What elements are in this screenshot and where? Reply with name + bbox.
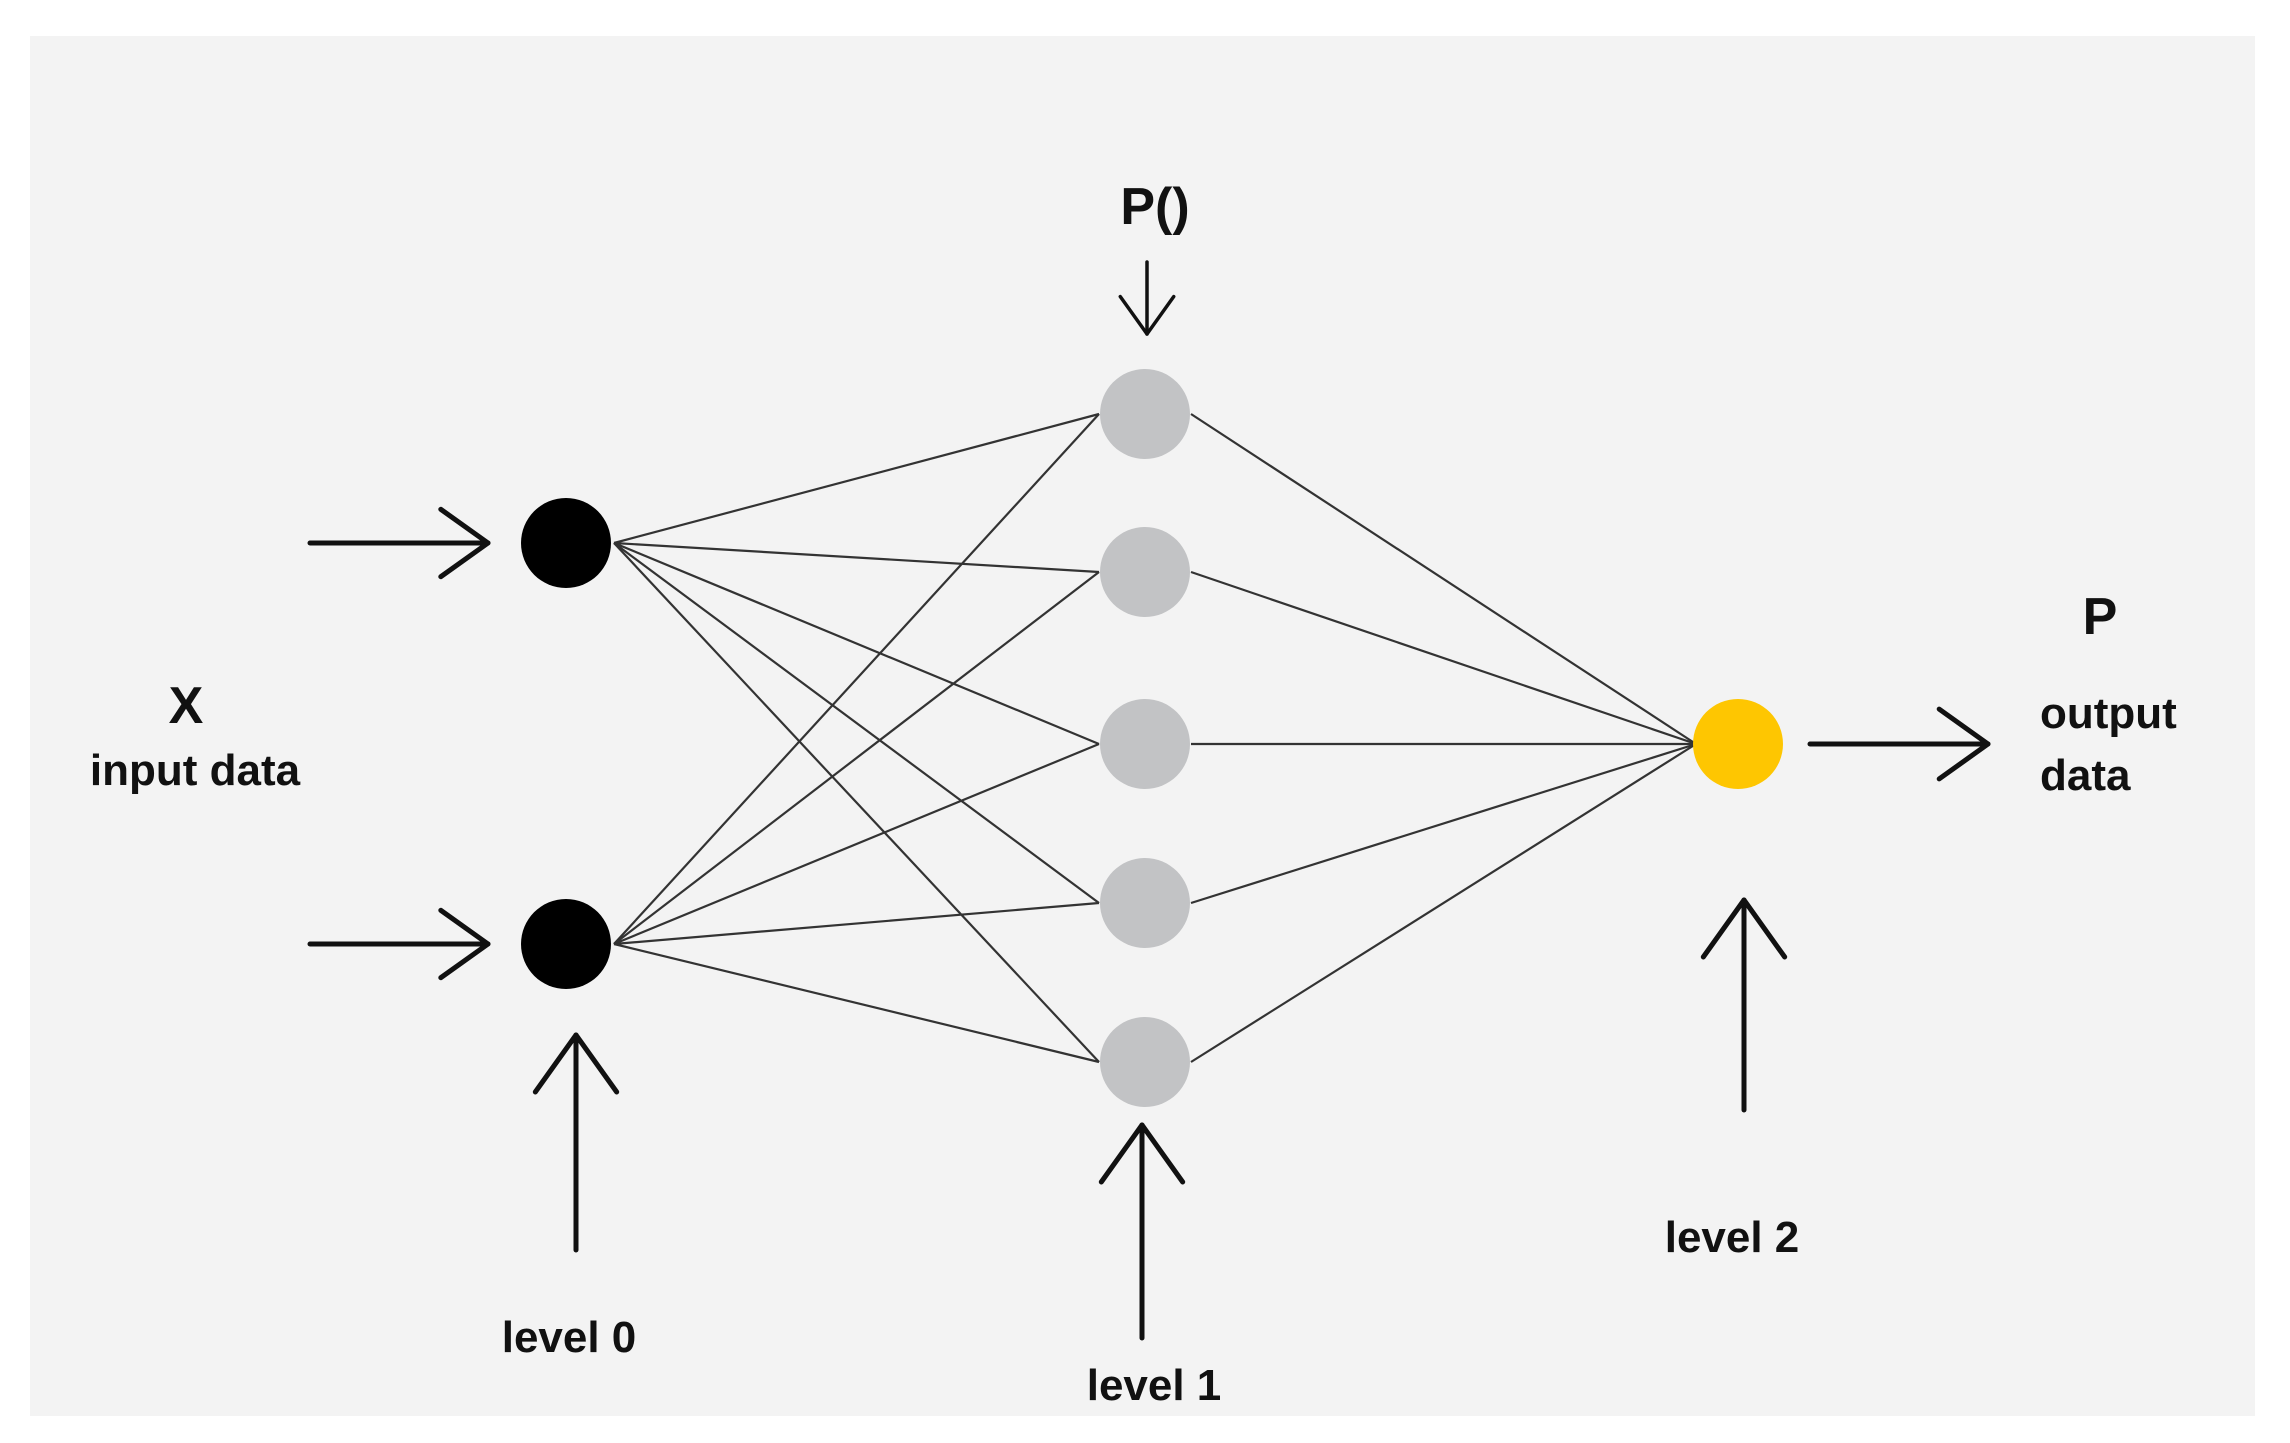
input-arrow-0: [307, 506, 491, 580]
edge-input0-hidden2: [613, 541, 1100, 746]
level-1-label: level 1: [1087, 1361, 1222, 1410]
output-arrow: [1807, 706, 1991, 782]
edge-input0-hidden4: [613, 542, 1100, 1063]
level-2-arrow: [1700, 897, 1788, 1113]
function-arrow: [1118, 260, 1176, 336]
level-0-label: level 0: [502, 1313, 637, 1362]
edge-input1-hidden2: [613, 742, 1100, 946]
output-node-0: [1693, 699, 1783, 789]
edge-hidden3-output0: [1190, 742, 1697, 905]
hidden-node-3: [1100, 858, 1190, 948]
edge-input0-hidden3: [613, 542, 1100, 904]
edge-input0-hidden0: [613, 412, 1100, 545]
output-symbol-label: P: [2083, 588, 2118, 646]
output-caption-line1: output: [2040, 689, 2177, 738]
input-arrow-1: [307, 907, 491, 981]
edge-input1-hidden1: [613, 571, 1100, 945]
output-caption-line2: data: [2040, 751, 2131, 800]
connection-lines: [613, 412, 1697, 1064]
hidden-node-2: [1100, 699, 1190, 789]
hidden-node-4: [1100, 1017, 1190, 1107]
input-caption-label: input data: [90, 746, 301, 795]
level-0-arrow: [532, 1032, 620, 1253]
level-1-arrow: [1098, 1122, 1186, 1341]
arrows: [307, 260, 1991, 1341]
input-node-1: [521, 899, 611, 989]
edge-input1-hidden3: [613, 901, 1100, 946]
hidden-node-0: [1100, 369, 1190, 459]
edge-input0-hidden1: [613, 541, 1100, 574]
input-node-0: [521, 498, 611, 588]
input-symbol-label: X: [169, 677, 204, 735]
edge-hidden1-output0: [1190, 570, 1697, 746]
level-2-label: level 2: [1665, 1213, 1800, 1262]
edge-input1-hidden4: [613, 942, 1100, 1064]
function-label: P(): [1120, 178, 1189, 236]
edge-input1-hidden0: [613, 413, 1100, 945]
edge-hidden4-output0: [1190, 743, 1697, 1063]
edge-hidden0-output0: [1190, 413, 1697, 745]
nodes: [521, 369, 1783, 1107]
hidden-node-1: [1100, 527, 1190, 617]
